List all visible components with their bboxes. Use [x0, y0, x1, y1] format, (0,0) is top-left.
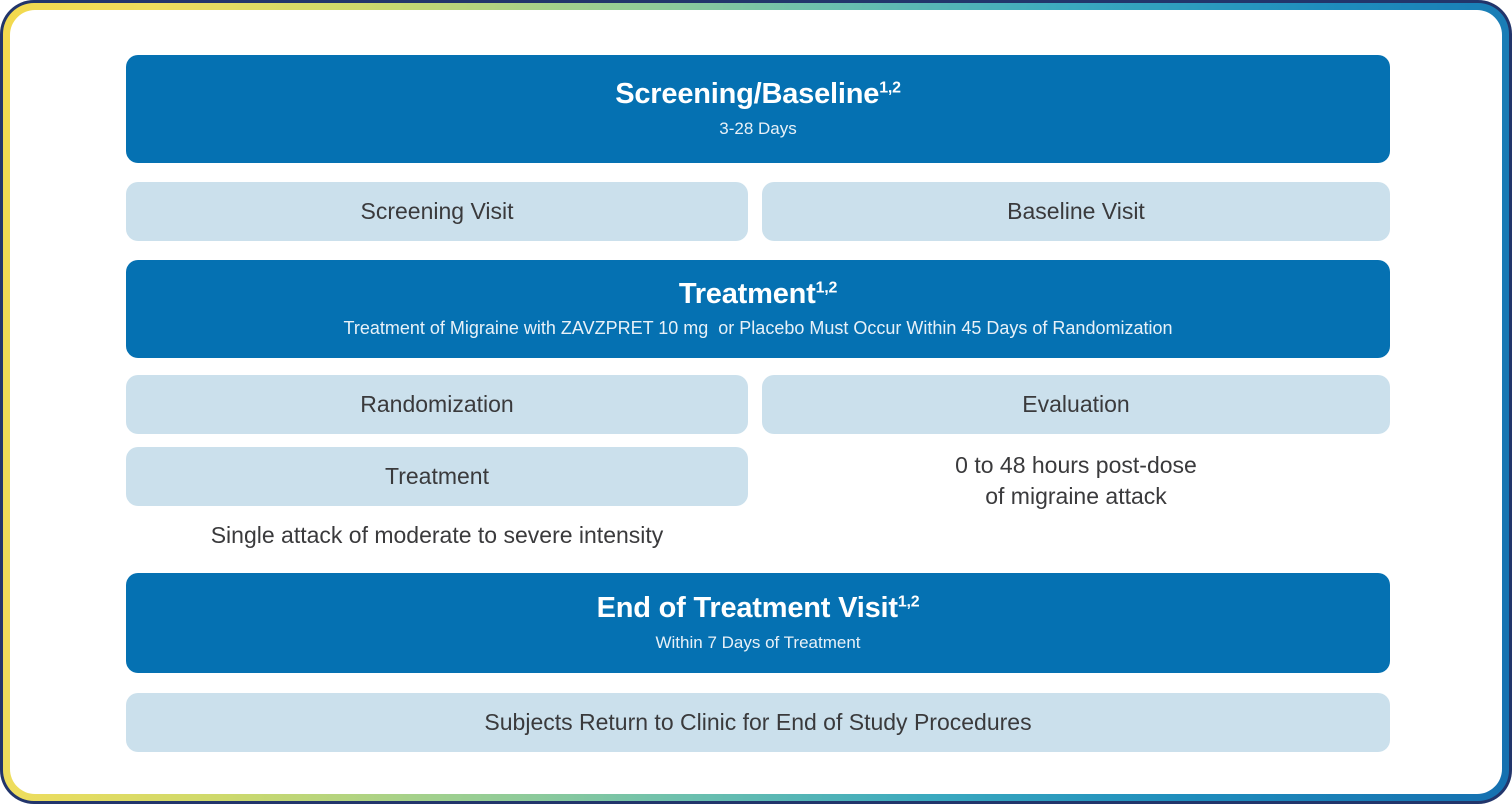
- step-label: Screening Visit: [360, 198, 514, 224]
- step-label: Randomization: [360, 391, 514, 417]
- phase-subtitle-treatment: Treatment of Migraine with ZAVZPRET 10 m…: [343, 318, 1173, 339]
- step-label: Treatment: [385, 463, 489, 489]
- phase-title-text: Screening/Baseline: [615, 78, 880, 111]
- step-label: Evaluation: [1022, 391, 1130, 417]
- caption-single-attack: Single attack of moderate to severe inte…: [210, 522, 664, 548]
- phase-title-text: Treatment: [678, 277, 816, 310]
- phase-title-treatment: Treatment1,2: [678, 277, 838, 311]
- phase-subtitle-end-of-treatment: Within 7 Days of Treatment: [655, 632, 861, 652]
- caption-post-dose-line1: 0 to 48 hours post-dose: [955, 452, 1197, 478]
- caption-post-dose-window: 0 to 48 hours post-dose of migraine atta…: [762, 450, 1390, 512]
- step-pill-end-of-study-procedures: Subjects Return to Clinic for End of Stu…: [126, 693, 1390, 752]
- step-label: Subjects Return to Clinic for End of Stu…: [484, 709, 1032, 735]
- footnote-marker: 1,2: [897, 593, 920, 611]
- phase-title-screening-baseline: Screening/Baseline1,2: [615, 78, 901, 111]
- phase-subtitle-screening-baseline: 3-28 Days: [719, 118, 797, 138]
- footnote-marker: 1,2: [879, 79, 901, 97]
- phase-banner-screening-baseline: Screening/Baseline1,2 3-28 Days: [126, 55, 1390, 163]
- step-pill-screening-visit: Screening Visit: [126, 182, 748, 241]
- caption-post-dose-line2: of migraine attack: [985, 483, 1167, 510]
- step-pill-evaluation: Evaluation: [762, 375, 1390, 434]
- footnote-marker: 1,2: [815, 278, 838, 296]
- decorative-gradient-border: Screening/Baseline1,2 3-28 Days Screenin…: [3, 3, 1509, 801]
- phase-banner-treatment: Treatment1,2 Treatment of Migraine with …: [126, 260, 1390, 358]
- study-design-diagram: Screening/Baseline1,2 3-28 Days Screenin…: [126, 55, 1390, 752]
- phase-banner-end-of-treatment: End of Treatment Visit1,2 Within 7 Days …: [126, 573, 1390, 673]
- diagram-canvas: Screening/Baseline1,2 3-28 Days Screenin…: [10, 10, 1502, 794]
- phase-title-end-of-treatment: End of Treatment Visit1,2: [596, 592, 920, 625]
- step-pill-treatment: Treatment: [126, 447, 748, 506]
- step-pill-randomization: Randomization: [126, 375, 748, 434]
- phase-title-text: End of Treatment Visit: [596, 592, 898, 625]
- step-label: Baseline Visit: [1007, 198, 1145, 224]
- step-pill-baseline-visit: Baseline Visit: [762, 182, 1390, 241]
